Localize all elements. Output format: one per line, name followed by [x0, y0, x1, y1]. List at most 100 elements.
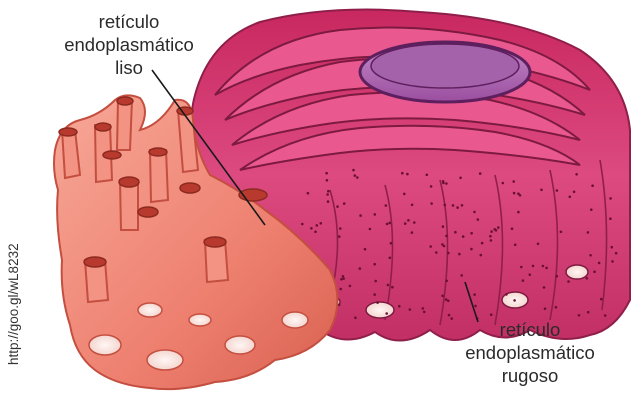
ribosome-dot [390, 242, 393, 245]
ribosome-dot [404, 222, 407, 225]
ribosome-dot [473, 293, 476, 296]
ribosome-dot [456, 206, 459, 209]
ribosome-dot [391, 286, 394, 289]
ribosome-dot [459, 177, 462, 180]
ribosome-dot [519, 194, 522, 197]
ribosome-dot [480, 254, 483, 257]
ribosome-dot [430, 185, 433, 188]
ribosome-dot [423, 311, 426, 314]
ribosome-dot [447, 252, 450, 255]
ribosome-dot [600, 298, 603, 301]
ribosome-dot [481, 242, 484, 245]
ribosome-dot [407, 219, 410, 222]
ribosome-dot [489, 235, 492, 238]
ribosome-dot [589, 254, 592, 257]
ribosome-dot [413, 221, 416, 224]
ribosome-dot [462, 235, 465, 238]
ribosome-dot [517, 211, 520, 214]
ribosome-dot [513, 192, 516, 195]
rough-er-label: retículo endoplasmático rugoso [440, 318, 620, 387]
ribosome-dot [385, 312, 388, 315]
ribosome-dot [342, 277, 345, 280]
ribosome-dot [542, 265, 545, 268]
ribosome-dot [532, 265, 535, 268]
ribosome-dot [460, 274, 463, 277]
ribosome-dot [556, 275, 559, 278]
rough-er-label-line-2: endoplasmático [440, 341, 620, 364]
ribosome-dot [376, 301, 379, 304]
nuclear-envelope-shape [360, 42, 530, 102]
source-url[interactable]: http://goo.gl/wL8232 [6, 243, 21, 365]
ribosome-dot [611, 246, 614, 249]
ribosome-dot [411, 204, 414, 207]
smooth-er-label-line-1: retículo [54, 10, 204, 33]
ribosome-dot [406, 173, 409, 176]
ribosome-dot [474, 305, 477, 308]
ribosome-dot [569, 196, 572, 199]
ribosome-dot [445, 182, 448, 185]
ribosome-dot [573, 191, 576, 194]
ribosome-dot [429, 245, 432, 248]
rough-er-label-line-3: rugoso [440, 364, 620, 387]
ribosome-dot [470, 232, 473, 235]
ribosome-dot [590, 208, 593, 211]
ribosome-dot [411, 231, 414, 234]
ribosome-dot [452, 204, 455, 207]
ribosome-dot [543, 286, 546, 289]
ribosome-dot [567, 280, 570, 283]
smooth-er-label: retículo endoplasmático liso [54, 10, 204, 79]
ribosome-dot [426, 174, 429, 177]
ribosome-dot [326, 179, 329, 182]
ribosome-dot [611, 260, 614, 263]
ribosome-dot [314, 231, 317, 234]
ribosome-dot [502, 182, 505, 185]
ribosome-dot [555, 306, 558, 309]
ribosome-dot [522, 279, 525, 282]
ribosome-dot [470, 248, 473, 251]
ribosome-dot [578, 314, 581, 317]
ribosome-dot [398, 305, 401, 308]
ribosome-dot [307, 192, 310, 195]
ribosome-dot [316, 224, 319, 227]
ribosome-dot [587, 231, 590, 234]
ribosome-dot [444, 204, 447, 207]
ribosome-dot [441, 295, 444, 298]
ribosome-dot [479, 172, 482, 175]
ribosome-dot [544, 307, 547, 310]
ribosome-dot [343, 202, 346, 205]
ribosome-dot [374, 213, 377, 216]
ribosome-dot [336, 205, 339, 208]
ribosome-dot [441, 243, 444, 246]
ribosome-dot [354, 317, 357, 320]
ribosome-dot [556, 189, 559, 192]
ribosome-dot [529, 273, 532, 276]
ribosome-dot [560, 231, 563, 234]
ribosome-dot [364, 248, 367, 251]
ribosome-dot [604, 314, 607, 317]
ribosome-dot [473, 211, 476, 214]
ribosome-dot [493, 228, 496, 231]
ribosome-dot [374, 280, 377, 283]
ribosome-dot [537, 243, 540, 246]
ribosome-dot [387, 284, 390, 287]
smooth-er-label-line-3: liso [54, 56, 204, 79]
ribosome-dot [615, 252, 618, 255]
ribosome-dot [540, 189, 543, 192]
ribosome-dot [586, 277, 589, 280]
ribosome-dot [342, 275, 345, 278]
ribosome-dot [505, 293, 508, 296]
ribosome-dot [490, 313, 493, 316]
ribosome-dot [490, 239, 493, 242]
ribosome-dot [359, 267, 362, 270]
ribosome-dot [445, 298, 448, 301]
smooth-er-label-line-2: endoplasmático [54, 33, 204, 56]
ribosome-dot [339, 227, 342, 230]
ribosome-dot [327, 200, 330, 203]
ribosome-dot [609, 217, 612, 220]
ribosome-dot [385, 204, 388, 207]
ribosome-dot [587, 311, 590, 314]
ribosome-dot [349, 285, 352, 288]
ribosome-dot [389, 257, 392, 260]
rough-er-label-line-1: retículo [440, 318, 620, 341]
ribosome-dot [448, 314, 451, 317]
